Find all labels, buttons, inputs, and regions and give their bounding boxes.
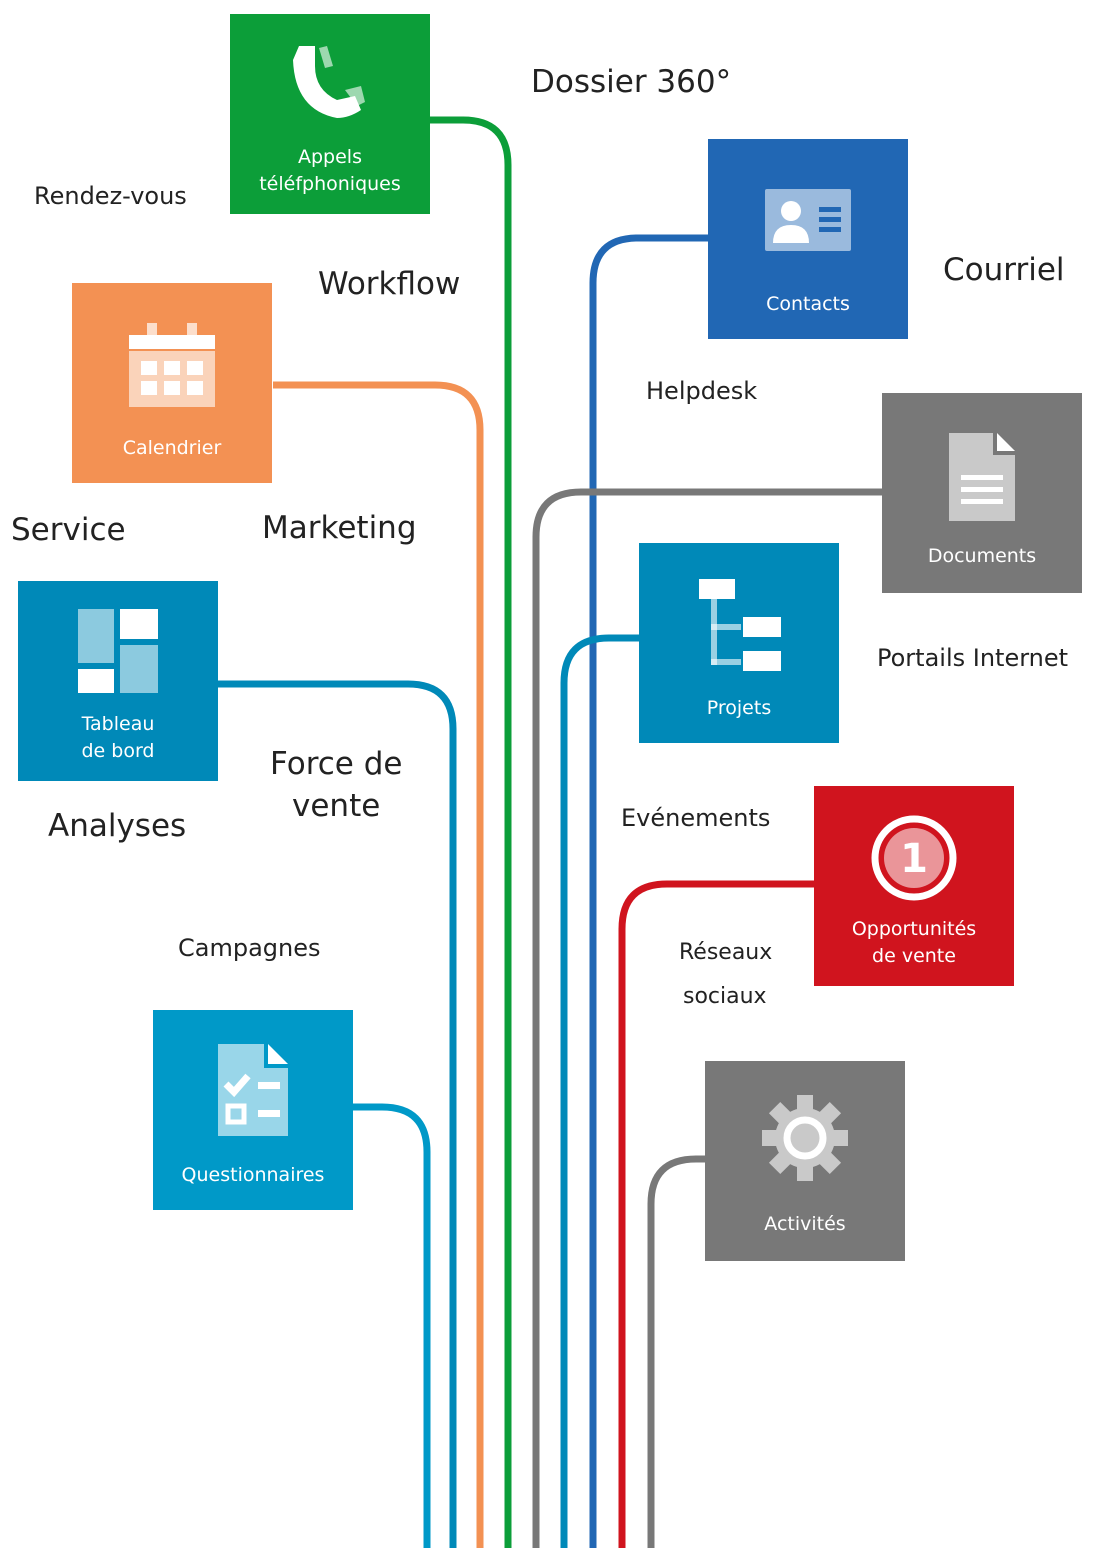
- tile-label: Tableau de bord: [18, 711, 218, 765]
- tile-opportunites-label: Opportunités de vente: [851, 918, 977, 967]
- number-badge-icon: 1: [871, 815, 957, 901]
- word-helpdesk: Helpdesk: [646, 377, 758, 405]
- tile-appels[interactable]: Appels téléfphoniques: [230, 14, 430, 214]
- wire-contacts: [589, 234, 708, 1548]
- tile-tableau-label: Tableau de bord: [81, 713, 155, 762]
- phone-icon: [293, 46, 365, 118]
- tile-label: Questionnaires: [153, 1162, 353, 1189]
- wire-documents: [532, 488, 882, 1548]
- tile-label: Appels téléfphoniques: [230, 144, 430, 198]
- word-portails-internet: Portails Internet: [877, 644, 1069, 672]
- dashboard-icon: [78, 609, 158, 693]
- badge-number: 1: [900, 836, 928, 882]
- tile-projets[interactable]: Projets: [639, 543, 839, 743]
- word-workflow: Workflow: [318, 266, 461, 302]
- word-service: Service: [11, 512, 126, 548]
- tile-calendrier-label: Calendrier: [122, 437, 222, 459]
- tile-documents-label: Documents: [927, 545, 1037, 567]
- tile-opportunites-de-vente[interactable]: 1 Opportunités de vente: [814, 786, 1014, 986]
- tree-icon: [699, 579, 781, 671]
- checklist-icon: [218, 1044, 288, 1136]
- word-force-de-vente-line1: Force de: [270, 746, 403, 782]
- word-force-de-vente-line2: vente: [292, 788, 381, 824]
- tile-appels-label: Appels téléfphoniques: [259, 146, 401, 195]
- contact-card-icon: [765, 189, 851, 251]
- wire-calendrier: [273, 381, 484, 1548]
- word-analyses: Analyses: [48, 808, 187, 844]
- word-dossier-360: Dossier 360°: [531, 64, 732, 100]
- tile-label: Calendrier: [72, 435, 272, 462]
- tile-questionnaires-label: Questionnaires: [181, 1164, 325, 1186]
- word-campagnes: Campagnes: [178, 934, 321, 962]
- tile-label: Opportunités de vente: [814, 916, 1014, 970]
- tile-label: Projets: [639, 695, 839, 722]
- tile-contacts[interactable]: Contacts: [708, 139, 908, 339]
- calendar-icon: [129, 323, 215, 407]
- wire-projets: [560, 634, 639, 1548]
- tile-documents[interactable]: Documents: [882, 393, 1082, 593]
- tile-activites[interactable]: Activités: [705, 1061, 905, 1261]
- wire-tableau: [218, 680, 457, 1548]
- tile-activites-label: Activités: [764, 1213, 846, 1235]
- tile-contacts-label: Contacts: [766, 293, 850, 315]
- wire-appels: [430, 116, 512, 1548]
- tile-label: Documents: [882, 543, 1082, 570]
- wire-activites: [647, 1155, 705, 1548]
- word-marketing: Marketing: [262, 510, 417, 546]
- wire-questionnaires: [353, 1103, 431, 1548]
- tile-calendrier[interactable]: Calendrier: [72, 283, 272, 483]
- word-reseaux-sociaux-line1: Réseaux: [679, 940, 773, 965]
- gear-icon: [762, 1095, 848, 1181]
- word-evenements: Evénements: [621, 804, 771, 832]
- document-icon: [949, 433, 1015, 521]
- tile-questionnaires[interactable]: Questionnaires: [153, 1010, 353, 1210]
- word-courriel: Courriel: [943, 252, 1065, 288]
- word-rendez-vous: Rendez-vous: [34, 182, 187, 210]
- tile-label: Activités: [705, 1211, 905, 1238]
- tile-projets-label: Projets: [706, 697, 772, 719]
- word-reseaux-sociaux-line2: sociaux: [683, 984, 767, 1009]
- tile-label: Contacts: [708, 291, 908, 318]
- wire-opportunites: [618, 880, 814, 1548]
- tile-tableau-de-bord[interactable]: Tableau de bord: [18, 581, 218, 781]
